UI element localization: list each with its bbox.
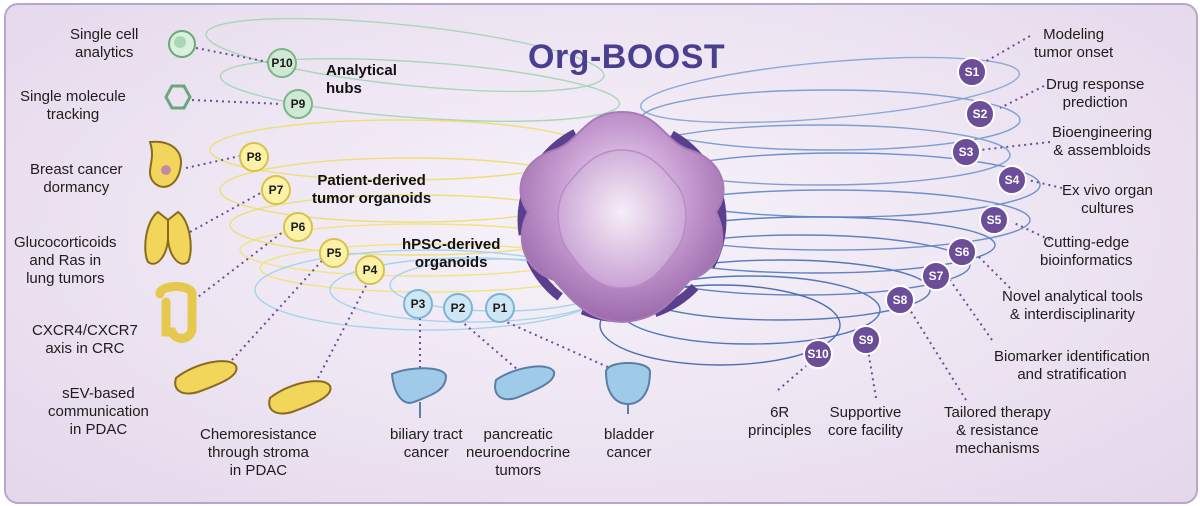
- node-label: S4: [1005, 173, 1020, 187]
- pancreas-icon-3: [494, 365, 556, 401]
- node-p3: P3: [403, 289, 433, 319]
- node-p7: P7: [261, 175, 291, 205]
- loop-p9: [219, 58, 621, 122]
- colon-icon: [155, 282, 197, 343]
- node-label: P9: [291, 97, 306, 111]
- node-label: P2: [451, 301, 466, 315]
- node-label: S10: [807, 347, 829, 361]
- node-p8: P8: [239, 142, 269, 172]
- node-label: S3: [959, 145, 974, 159]
- node-s7: S7: [921, 261, 951, 291]
- node-label: P10: [271, 56, 293, 70]
- lungs-icon: [144, 210, 192, 265]
- node-label: P8: [247, 150, 262, 164]
- node-label: S7: [929, 269, 944, 283]
- node-p4: P4: [355, 255, 385, 285]
- node-p9: P9: [283, 89, 313, 119]
- node-label: P1: [493, 301, 508, 315]
- node-label: P4: [363, 263, 378, 277]
- node-s1: S1: [957, 57, 987, 87]
- pathology-icons: [144, 30, 652, 418]
- node-s10: S10: [803, 339, 833, 369]
- bladder-icon: [604, 362, 652, 414]
- organoid-icon: [517, 110, 727, 324]
- loop-s10: [599, 284, 841, 366]
- molecule-hexagon-icon: [164, 84, 192, 110]
- node-label: P6: [291, 220, 306, 234]
- node-label: P3: [411, 297, 426, 311]
- pancreas-icon-2: [268, 380, 332, 415]
- node-s8: S8: [885, 285, 915, 315]
- node-label: P7: [269, 183, 284, 197]
- node-label: S6: [955, 245, 970, 259]
- liver-icon: [390, 367, 448, 418]
- node-label: S8: [893, 293, 908, 307]
- single-cell-icon: [168, 30, 196, 58]
- node-label: S9: [859, 333, 874, 347]
- node-p5: P5: [319, 238, 349, 268]
- node-p2: P2: [443, 293, 473, 323]
- node-p10: P10: [267, 48, 297, 78]
- dotted-connectors: [185, 35, 1063, 401]
- node-p1: P1: [485, 293, 515, 323]
- node-label: P5: [327, 246, 342, 260]
- loop-s1: [640, 56, 1020, 124]
- node-label: S1: [965, 65, 980, 79]
- node-label: S5: [987, 213, 1002, 227]
- node-s4: S4: [997, 165, 1027, 195]
- breast-icon: [148, 140, 182, 188]
- diagram-title: Org-BOOST: [528, 38, 726, 76]
- node-s5: S5: [979, 205, 1009, 235]
- node-s2: S2: [965, 99, 995, 129]
- node-s3: S3: [951, 137, 981, 167]
- label-bioengineering-assembloids: Bioengineering& assembloids: [1052, 124, 1153, 159]
- node-s9: S9: [851, 325, 881, 355]
- pancreas-icon-1: [174, 360, 238, 395]
- loop-p10: [205, 17, 605, 93]
- label-novel-analytical-tools: Novel analytical tools& interdisciplinar…: [1002, 288, 1143, 323]
- node-label: S2: [973, 107, 988, 121]
- node-p6: P6: [283, 212, 313, 242]
- node-s6: S6: [947, 237, 977, 267]
